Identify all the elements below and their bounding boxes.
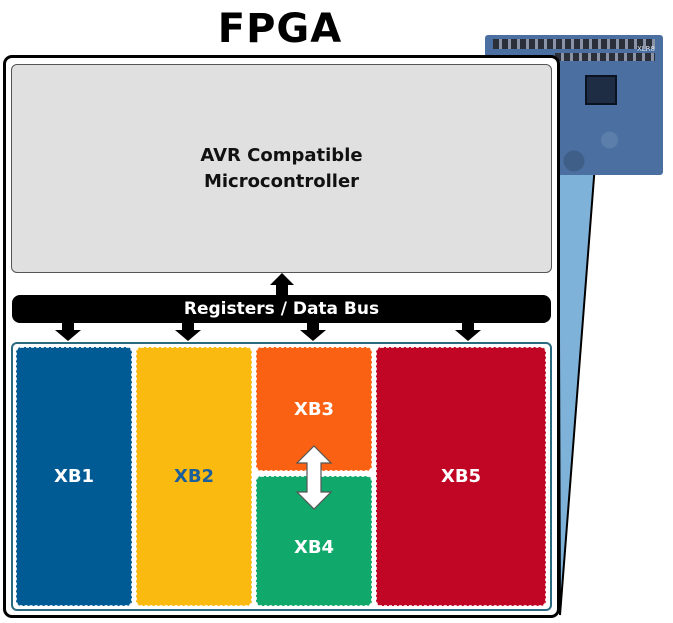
xb5-label: XB5 [440, 466, 482, 487]
arrow-up-to-mcu [270, 273, 294, 296]
data-bus-label: Registers / Data Bus [183, 299, 380, 319]
xb5-block: XB5 [376, 347, 546, 606]
microcontroller-label-line2: Microcontroller [203, 171, 360, 192]
xb1-label: XB1 [53, 466, 95, 487]
board-header-pins-2 [555, 53, 655, 61]
microcontroller-label: AVR Compatible Microcontroller [11, 143, 552, 195]
arrow-down-xb3 [300, 322, 326, 341]
fpga-chip [585, 75, 617, 105]
xb1-block: XB1 [16, 347, 132, 606]
xb3-label: XB3 [293, 398, 335, 420]
microcontroller-label-line1: AVR Compatible [200, 145, 363, 166]
arrow-down-xb1 [55, 322, 81, 341]
arrow-down-xb2 [175, 322, 201, 341]
board-header-pins [493, 39, 655, 49]
xb4-label: XB4 [293, 536, 335, 558]
diagram-title: FPGA [217, 6, 343, 52]
microcontroller-block [11, 64, 552, 273]
board-label: XLR8 [636, 45, 655, 53]
xb2-block: XB2 [136, 347, 252, 606]
arrow-down-xb5 [455, 322, 481, 341]
xb2-label: XB2 [173, 466, 215, 487]
data-bus [12, 295, 551, 323]
